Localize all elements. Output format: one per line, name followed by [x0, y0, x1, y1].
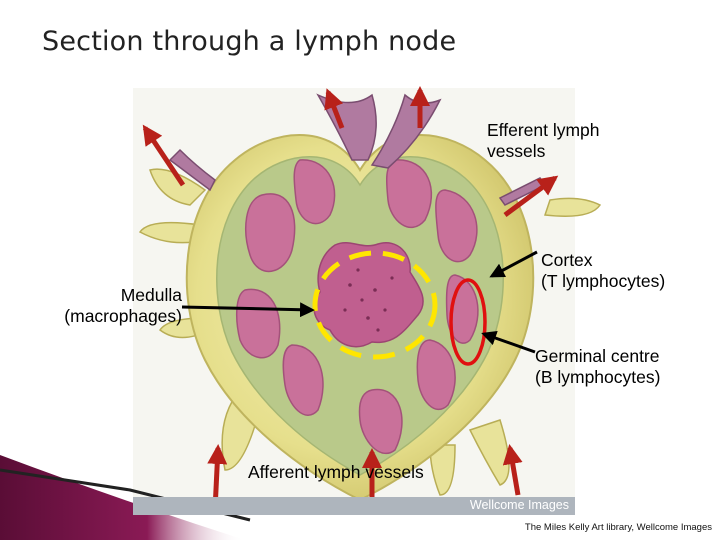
- efferent-arrow-left: [142, 124, 186, 187]
- medulla-highlight-circle: [312, 250, 438, 360]
- corner-decoration: [0, 455, 245, 540]
- germinal-label: Germinal centre (B lymphocytes): [535, 346, 660, 388]
- efferent-arrow-right: [503, 175, 559, 218]
- medulla-label-line1: Medulla: [120, 285, 182, 305]
- red-flow-arrows: [142, 86, 559, 512]
- efferent-label: Efferent lymph vessels: [487, 120, 600, 162]
- efferent-label-line1: Efferent lymph: [487, 120, 600, 140]
- efferent-vessels-shapes: [168, 93, 547, 206]
- medulla-cells: [343, 268, 394, 332]
- germinal-label-line1: Germinal centre: [535, 346, 660, 366]
- medulla-pointer: [181, 302, 315, 318]
- image-credit: Wellcome Images: [469, 498, 569, 512]
- efferent-arrow-top-left: [324, 88, 345, 129]
- image-credit-bar: Wellcome Images: [133, 497, 575, 515]
- germinal-centre-outline: [449, 278, 487, 366]
- cortex-lobes: [235, 159, 479, 455]
- label-pointer-arrows: [181, 250, 538, 354]
- medulla-label-line2: (macrophages): [64, 306, 182, 326]
- afferent-label: Afferent lymph vessels: [248, 462, 424, 482]
- afferent-arrow-right: [502, 444, 523, 496]
- efferent-label-line2: vessels: [487, 141, 546, 161]
- cortex-pointer: [489, 250, 538, 278]
- medulla-label: Medulla (macrophages): [38, 285, 182, 327]
- cortex-label-line2: (T lymphocytes): [541, 271, 666, 291]
- germinal-pointer: [481, 330, 536, 354]
- cortex-label-line1: Cortex: [541, 250, 593, 270]
- source-caption: The Miles Kelly Art library, Wellcome Im…: [524, 522, 712, 533]
- cortex-label: Cortex (T lymphocytes): [541, 250, 665, 292]
- germinal-label-line2: (B lymphocytes): [535, 367, 661, 387]
- page-title: Section through a lymph node: [42, 26, 457, 57]
